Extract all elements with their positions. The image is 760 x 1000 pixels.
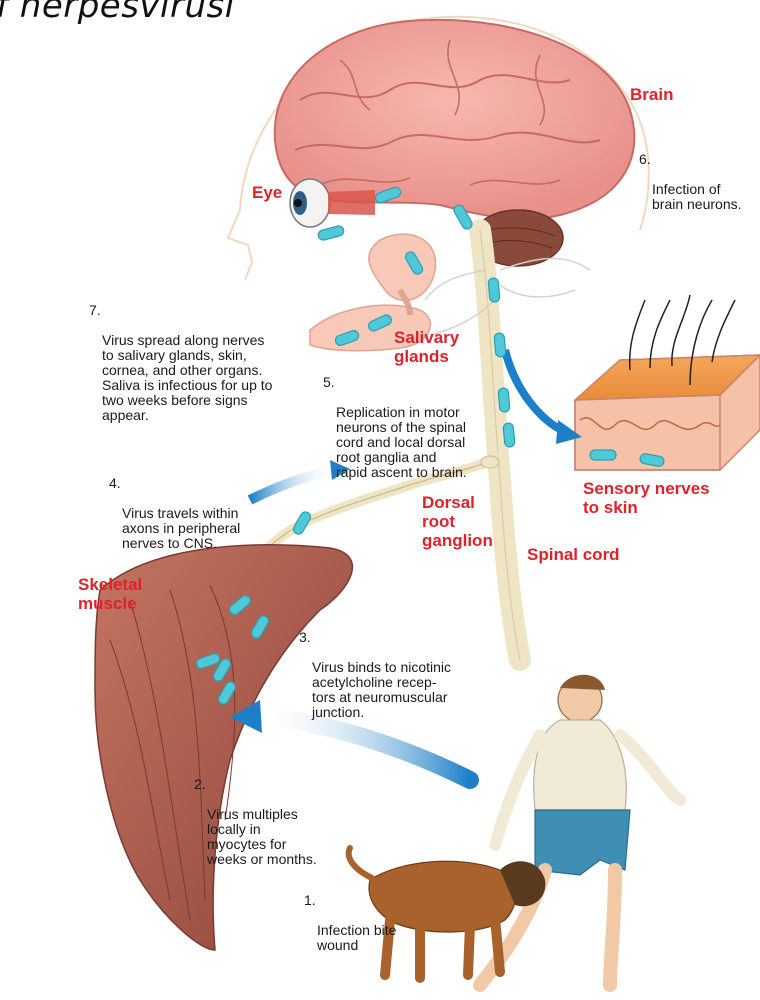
bitten-man-shape: [480, 675, 680, 985]
step-2-number: 2.: [194, 777, 206, 792]
step-7: 7. Virus spread along nerves to salivary…: [102, 303, 272, 423]
step-3-text: Virus binds to nicotinic acetylcholine r…: [312, 659, 451, 720]
step-2-text: Virus multiples locally in myocytes for …: [207, 806, 317, 867]
step-4: 4. Virus travels within axons in periphe…: [122, 476, 240, 551]
step-1: 1. Infection bite wound: [317, 893, 396, 953]
label-skeletal-muscle: Skeletal muscle: [78, 575, 142, 613]
cranial-nerves: [425, 258, 590, 335]
step-4-text: Virus travels within axons in peripheral…: [122, 505, 240, 551]
step-1-number: 1.: [304, 893, 316, 908]
label-sensory-nerves: Sensory nerves to skin: [583, 479, 710, 517]
step-3: 3. Virus binds to nicotinic acetylcholin…: [312, 630, 451, 720]
label-dorsal-root-ganglion: Dorsal root ganglion: [422, 493, 493, 550]
step-5-text: Replication in motor neurons of the spin…: [336, 404, 467, 480]
step-5: 5. Replication in motor neurons of the s…: [336, 375, 467, 480]
page-title: f herpesvirusi: [0, 0, 235, 26]
step-2: 2. Virus multiples locally in myocytes f…: [207, 777, 317, 867]
step-6-number: 6.: [639, 152, 651, 167]
step-7-number: 7.: [89, 303, 101, 318]
label-salivary-glands: Salivary glands: [394, 328, 459, 366]
label-eye: Eye: [252, 183, 282, 202]
step-1-text: Infection bite wound: [317, 922, 396, 953]
step-5-number: 5.: [323, 375, 335, 390]
label-spinal-cord: Spinal cord: [527, 545, 620, 564]
step-4-number: 4.: [109, 476, 121, 491]
step-6: 6. Infection of brain neurons.: [652, 152, 742, 212]
skin-block-shape: [575, 295, 760, 470]
step-6-text: Infection of brain neurons.: [652, 181, 742, 212]
step-3-number: 3.: [299, 630, 311, 645]
step-7-text: Virus spread along nerves to salivary gl…: [102, 332, 272, 423]
label-brain: Brain: [630, 85, 673, 104]
